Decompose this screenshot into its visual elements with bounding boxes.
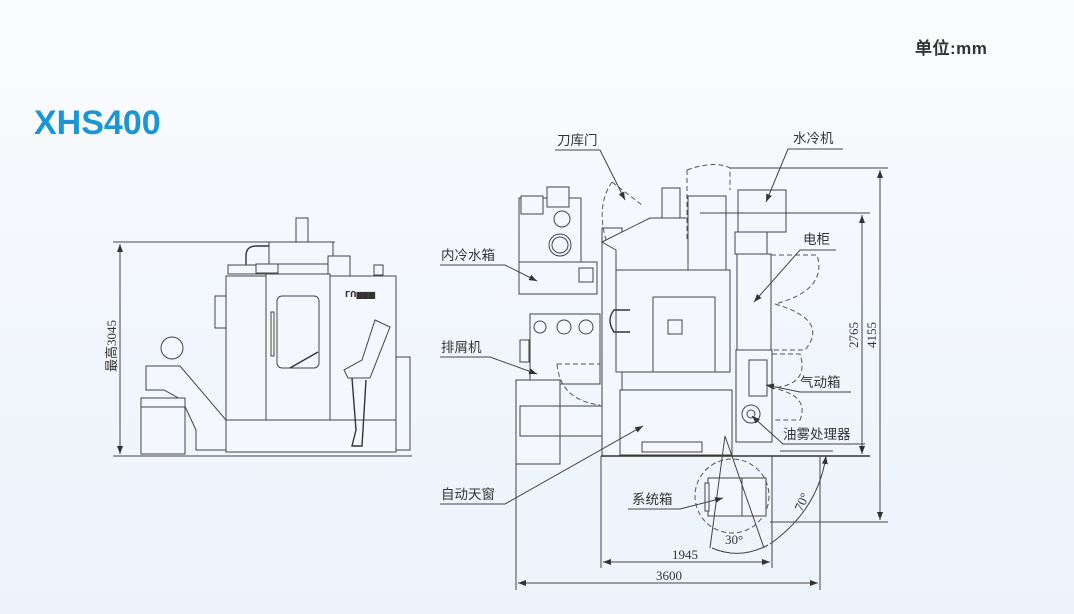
label-system-box: 系统箱 [628, 492, 724, 510]
svg-text:电柜: 电柜 [803, 232, 830, 248]
label-auto-roof-window: 自动天窗 [440, 425, 644, 505]
svg-text:气动箱: 气动箱 [800, 375, 841, 391]
plan-view: 30° 70° 1945 3600 2765 4155 刀库门 水冷机 内冷水箱 [440, 131, 888, 590]
svg-text:油雾处理器: 油雾处理器 [783, 427, 851, 443]
label-tool-magazine-door: 刀库门 [555, 133, 626, 201]
angle-70-label: 70° [791, 490, 812, 513]
angle-30-label: 30° [725, 532, 743, 547]
svg-text:排屑机: 排屑机 [441, 340, 482, 356]
svg-text:水冷机: 水冷机 [793, 131, 834, 147]
label-electrical-cabinet: 电柜 [753, 232, 836, 303]
label-coolant-tank: 内冷水箱 [440, 248, 538, 282]
svg-text:内冷水箱: 内冷水箱 [441, 248, 495, 264]
label-water-chiller: 水冷机 [765, 131, 843, 203]
svg-text:刀库门: 刀库门 [557, 133, 598, 149]
dim-1945-label: 1945 [672, 547, 698, 562]
label-pneumatic-box: 气动箱 [765, 375, 851, 393]
svg-text:系统箱: 系统箱 [632, 492, 673, 508]
brand-logo: ᒥᑎ▆▆▆ [345, 290, 376, 299]
dim-2765-label: 2765 [846, 322, 861, 348]
label-oil-mist-collector: 油雾处理器 [751, 415, 865, 445]
model-title: XHS400 [34, 104, 161, 142]
unit-label: 单位:mm [915, 39, 988, 58]
dim-4155-label: 4155 [864, 322, 879, 348]
height-dimension-label: 最高3045 [104, 320, 119, 372]
svg-text:自动天窗: 自动天窗 [441, 486, 495, 503]
label-chip-conveyor: 排屑机 [440, 340, 538, 375]
dim-3600-label: 3600 [656, 568, 682, 583]
front-view: 最高3045 ᒥᑎ▆▆▆ [104, 217, 412, 457]
